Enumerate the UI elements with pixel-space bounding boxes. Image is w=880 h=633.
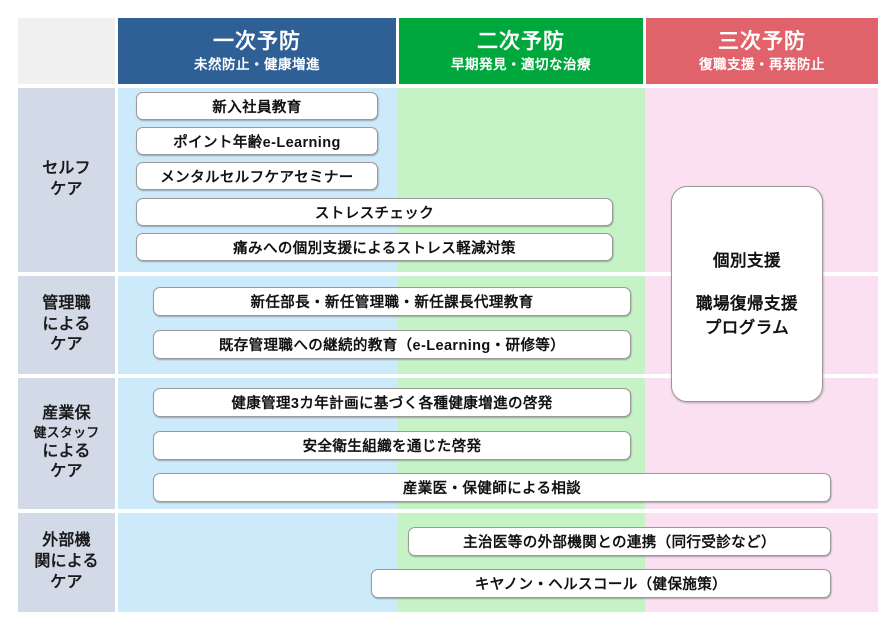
pill-safety-health-organization[interactable]: 安全衛生組織を通じた啓発 [153,431,631,460]
pill-pain-individual-support[interactable]: 痛みへの個別支援によるストレス軽減対策 [136,233,613,261]
row-label-external-care-line3: ケア [50,573,83,591]
row-label-manager-care-line3: ケア [50,336,83,354]
row-label-health-staff-care-line2: 健スタッフ [33,424,100,440]
pill-stress-check[interactable]: ストレスチェック [136,198,613,226]
pill-mental-self-care-seminar[interactable]: メンタルセルフケアセミナー [136,162,378,190]
column-header-tertiary-subtitle: 復職支援・再発防止 [699,56,825,72]
matrix-corner-cell [18,18,115,84]
column-header-tertiary-title: 三次予防 [718,29,806,53]
column-header-secondary: 二次予防 早期発見・適切な治療 [399,18,643,84]
row-separator-1 [118,272,878,276]
row-label-health-staff-care-line3: による [42,442,91,460]
pill-new-employee-education[interactable]: 新入社員教育 [136,92,378,120]
tertiary-box-line1: 個別支援 [713,252,781,271]
row-label-external-care-line2: 関による [34,553,99,571]
row-label-health-staff-care-line1: 産業保 [42,404,91,422]
pill-point-age-elearning[interactable]: ポイント年齢e-Learning [136,127,378,155]
row-label-health-staff-care: 産業保 健スタッフ による ケア [18,378,115,509]
pill-external-coordination[interactable]: 主治医等の外部機関との連携（同行受診など） [408,527,831,556]
tertiary-support-box[interactable]: 個別支援 職場復帰支援 プログラム [671,186,823,402]
column-header-primary: 一次予防 未然防止・健康増進 [118,18,396,84]
row-label-health-staff-care-line4: ケア [50,463,83,481]
row-separator-3 [118,509,878,513]
row-label-external-care: 外部機 関による ケア [18,513,115,612]
pill-existing-manager-education[interactable]: 既存管理職への継続的教育（e-Learning・研修等） [153,330,631,359]
tertiary-box-line2a: 職場復帰支援 [696,295,798,314]
row-label-self-care-line1: セルフ [42,160,91,178]
row-label-manager-care-line2: による [42,315,91,333]
row-separator-2 [118,374,878,378]
column-header-secondary-subtitle: 早期発見・適切な治療 [451,56,591,72]
pill-canon-health-call[interactable]: キヤノン・ヘルスコール（健保施策） [371,569,831,598]
row-label-manager-care: 管理職 による ケア [18,276,115,374]
column-header-primary-title: 一次予防 [213,29,301,53]
row-label-external-care-line1: 外部機 [42,532,91,550]
column-header-tertiary: 三次予防 復職支援・再発防止 [646,18,878,84]
row-label-self-care: セルフ ケア [18,88,115,272]
column-header-secondary-title: 二次予防 [477,29,565,53]
column-header-primary-subtitle: 未然防止・健康増進 [194,56,320,72]
pill-new-manager-education[interactable]: 新任部長・新任管理職・新任課長代理教育 [153,287,631,316]
pill-occupational-doctor-consult[interactable]: 産業医・保健師による相談 [153,473,831,502]
row-label-manager-care-line1: 管理職 [42,294,91,312]
row-label-self-care-line2: ケア [50,181,83,198]
tertiary-box-line2b: プログラム [704,319,790,337]
pill-health-3year-plan[interactable]: 健康管理3カ年計画に基づく各種健康増進の啓発 [153,388,631,417]
